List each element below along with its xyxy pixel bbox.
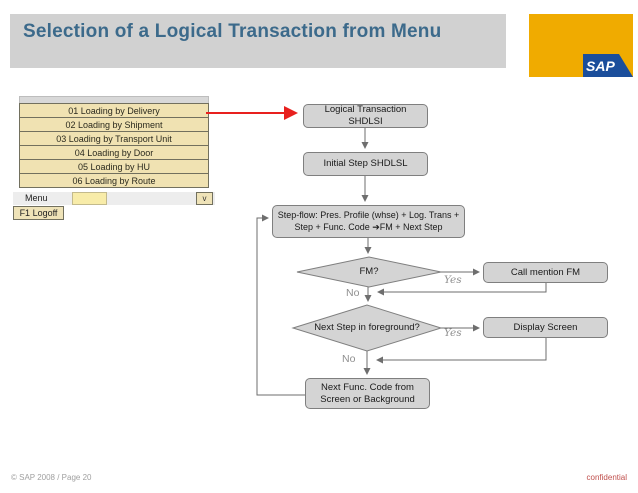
menu-field-label: Menu <box>25 193 48 203</box>
menu-list: 01 Loading by Delivery 02 Loading by Shi… <box>19 103 209 188</box>
copyright-page-number: © SAP 2008 / Page 20 <box>11 473 92 482</box>
decision-fm-label: FM? <box>359 266 379 278</box>
node-logical-transaction: Logical Transaction SHDLSI <box>303 104 428 128</box>
node-next-func-code: Next Func. Code from Screen or Backgroun… <box>305 378 430 409</box>
menu-dropdown-button[interactable]: v <box>196 192 213 205</box>
f1-logoff-button[interactable]: F1 Logoff <box>13 206 64 220</box>
sap-logo-text: SAP <box>586 58 615 74</box>
header-bar: Selection of a Logical Transaction from … <box>10 14 506 68</box>
sap-logo-icon: SAP <box>583 54 633 77</box>
node-call-fm: Call mention FM <box>483 262 608 283</box>
menu-item-loading-by-route[interactable]: 06 Loading by Route <box>19 173 209 188</box>
confidential-label: confidential <box>586 473 627 482</box>
node-initial-step: Initial Step SHDLSL <box>303 152 428 176</box>
page-title: Selection of a Logical Transaction from … <box>23 21 442 42</box>
menu-field-row: Menu v <box>13 192 215 205</box>
decision-next-step-label: Next Step in foreground? <box>314 322 420 334</box>
menu-window-top-edge <box>19 96 209 103</box>
branch-label-no-next-step: No <box>342 353 356 365</box>
node-display-screen: Display Screen <box>483 317 608 338</box>
menu-code-input[interactable] <box>72 192 107 205</box>
branch-label-no-fm: No <box>346 287 360 299</box>
branch-label-yes-fm: Yes <box>444 274 462 286</box>
node-step-flow: Step-flow: Pres. Profile (whse) + Log. T… <box>272 205 465 238</box>
branch-label-yes-next-step: Yes <box>444 327 462 339</box>
sap-logo-panel: SAP <box>529 14 633 77</box>
